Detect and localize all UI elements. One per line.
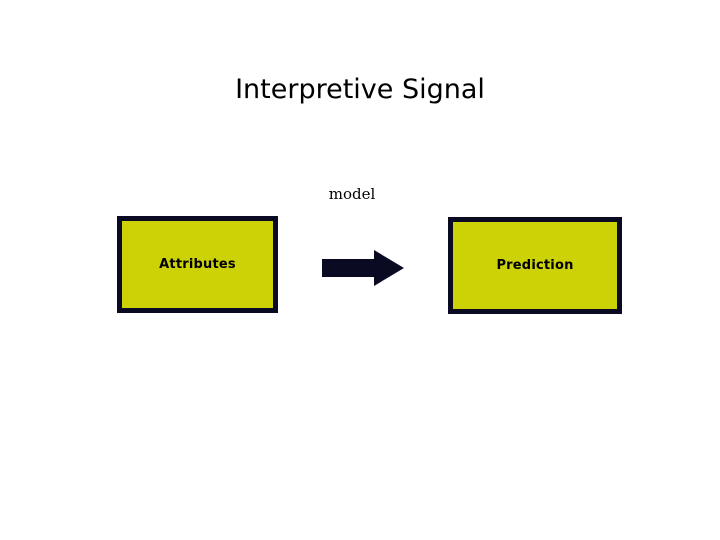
edge-label-model: model <box>328 185 376 203</box>
arrow-shape <box>322 250 404 286</box>
page-title: Interpretive Signal <box>235 74 485 105</box>
node-prediction[interactable]: Prediction <box>448 217 622 314</box>
flow-arrow-right-icon <box>322 248 404 288</box>
node-attributes-label: Attributes <box>159 256 236 272</box>
node-attributes[interactable]: Attributes <box>117 216 278 313</box>
node-prediction-label: Prediction <box>496 257 574 273</box>
